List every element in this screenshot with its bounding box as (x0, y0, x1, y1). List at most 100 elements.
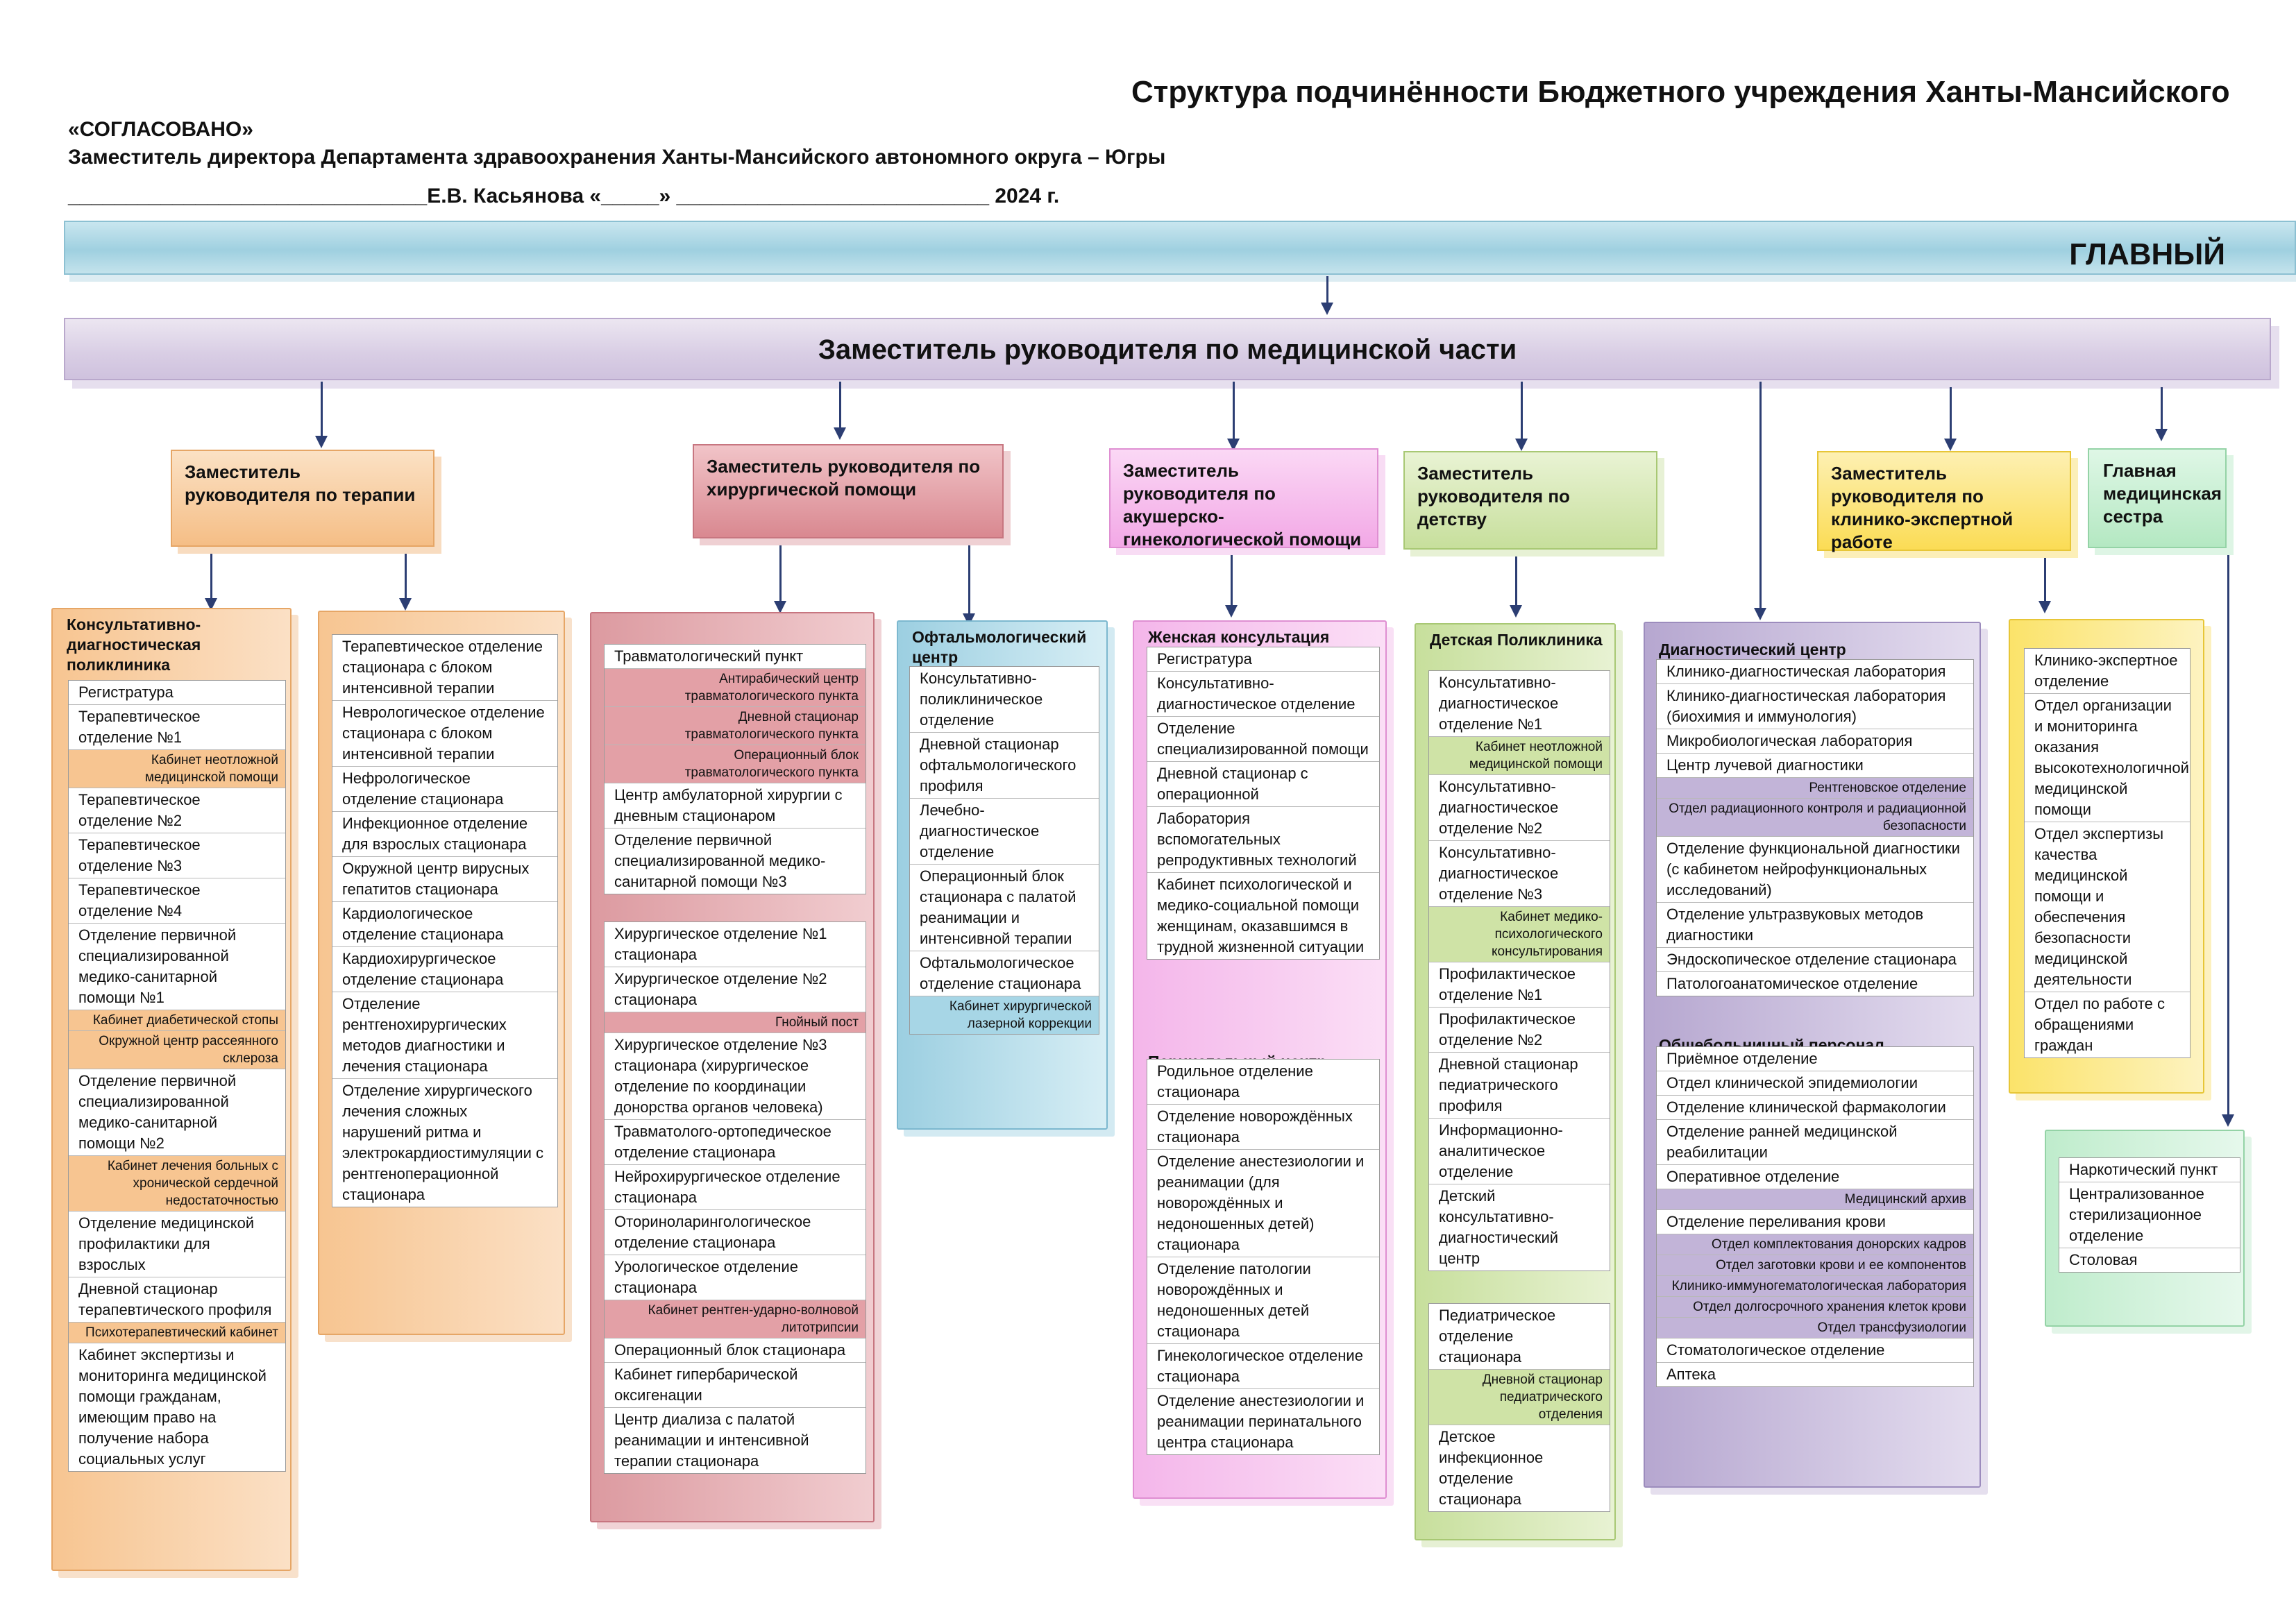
unit-item: Дневной стационар офтальмологического пр… (910, 733, 1099, 799)
unit-item: Профилактическое отделение №2 (1429, 1008, 1610, 1053)
unit-item: Регистратура (1147, 647, 1379, 672)
page-title: Структура подчинённости Бюджетного учреж… (1131, 75, 2230, 109)
unit-item: Хирургическое отделение №2 стационара (605, 967, 866, 1012)
unit-item: Наркотический пункт (2059, 1158, 2240, 1182)
sub-unit-item: Дневной стационар педиатрического отделе… (1429, 1370, 1610, 1425)
unit-item: Окружной центр вирусных гепатитов стацио… (332, 857, 557, 902)
sub-unit-item: Кабинет лечения больных с хронической се… (69, 1156, 285, 1212)
unit-item: Нейрохирургическое отделение стационара (605, 1165, 866, 1210)
sub-unit-item: Кабинет неотложной медицинской помощи (1429, 737, 1610, 775)
unit-item: Кабинет экспертизы и мониторинга медицин… (78, 1346, 267, 1468)
unit-item: Консультативно-диагностическое отделение… (1429, 841, 1610, 907)
unit-item: Операционный блок стационара (605, 1339, 866, 1363)
unit-item: Терапевтическое отделение стационара с б… (332, 635, 557, 701)
sub-unit-item: Дневной стационар травматологического пу… (605, 707, 866, 745)
unit-item: Травматологический пункт (605, 645, 866, 669)
chief-nurse-box: Главная медицинская сестра (2088, 448, 2227, 548)
sub-unit-item: Отдел комплектования донорских кадров (1657, 1234, 1973, 1255)
unit-item: Отделение специализированной помощи (1147, 717, 1379, 762)
unit-item: Отделение патологии новорождённых и недо… (1147, 1257, 1379, 1344)
deputy-children-box: Заместитель руководителя по детству (1403, 451, 1657, 550)
child-polyclinic-title: Детская Поликлиника (1430, 631, 1603, 649)
sub-unit-item: Отдел трансфузиологии (1657, 1318, 1973, 1339)
unit-item: Приёмное отделение (1657, 1047, 1973, 1071)
unit-item: Терапевтическое отделение №4 (69, 878, 285, 924)
unit-item: Отделение первичной специализированной м… (69, 1069, 285, 1156)
unit-item: Отделение функциональной диагностики (с … (1657, 837, 1973, 903)
unit-item: Консультативно-диагностическое отделение… (1429, 775, 1610, 841)
unit-item: Инфекционное отделение для взрослых стац… (332, 812, 557, 857)
unit-item: Регистратура (69, 681, 285, 705)
unit-item: Педиатрическое отделение стационара (1429, 1304, 1610, 1370)
chief-bar: ГЛАВНЫЙ (64, 221, 2296, 275)
unit-item: Гинекологическое отделение стационара (1147, 1344, 1379, 1389)
unit-item: Микробиологическая лаборатория (1657, 729, 1973, 754)
unit-item: Лечебно-диагностическое отделение (910, 799, 1099, 865)
unit-item: Родильное отделение стационара (1147, 1060, 1379, 1105)
unit-item: Консультативно-диагностическое отделение (1147, 672, 1379, 717)
unit-item: Отдел клинической эпидемиологии (1657, 1071, 1973, 1096)
unit-item: Информационно-аналитическое отделение (1429, 1119, 1610, 1184)
sub-unit-item: Операционный блок травматологического пу… (605, 745, 866, 783)
unit-item: Неврологическое отделение стационара с б… (332, 701, 557, 767)
unit-item: Дневной стационар с операционной (1147, 762, 1379, 807)
unit-item: Патологоанатомическое отделение (1666, 975, 1918, 992)
unit-item: Офтальмологическое отделение стационара (910, 951, 1099, 996)
unit-item: Отдел по работе с обращениями граждан (2034, 995, 2166, 1054)
unit-item: Центр диализа с палатой реанимации и инт… (614, 1411, 809, 1470)
unit-item: Отделение медицинской профилактики для в… (69, 1212, 285, 1277)
unit-item: Оперативное отделение (1657, 1165, 1973, 1189)
child-polyclinic-list: Консультативно-диагностическое отделение… (1428, 670, 1610, 1271)
unit-item: Дневной стационар педиатрического профил… (1429, 1053, 1610, 1119)
ophthalmology-title: Офтальмологический центр (912, 628, 1087, 666)
unit-item: Отделение первичной специализированной м… (69, 924, 285, 1010)
approval-stamp: «СОГЛАСОВАНО» (68, 118, 253, 141)
sub-unit-item: Кабинет медико-психологического консульт… (1429, 907, 1610, 962)
diagnostic-center-title: Диагностический центр (1659, 640, 1846, 658)
unit-item: Отделение клинической фармакологии (1657, 1096, 1973, 1120)
unit-item: Травматолого-ортопедическое отделение ст… (605, 1120, 866, 1165)
unit-item: Дневной стационар терапевтического профи… (69, 1277, 285, 1323)
sub-unit-item: Антирабический центр травматологического… (605, 669, 866, 707)
unit-item: Детский консультативно-диагностический ц… (1439, 1187, 1559, 1267)
sub-unit-item: Медицинский архив (1657, 1189, 1973, 1210)
sub-unit-item: Гнойный пост (605, 1012, 866, 1033)
unit-item: Центр амбулаторной хирургии с дневным ст… (605, 783, 866, 829)
sub-unit-item: Кабинет хирургической лазерной коррекции (910, 996, 1099, 1034)
unit-item: Кардиохирургическое отделение стационара (332, 947, 557, 992)
unit-item: Отделение хирургического лечения сложных… (342, 1082, 543, 1203)
unit-item: Урологическое отделение стационара (605, 1255, 866, 1300)
unit-item: Хирургическое отделение №1 стационара (605, 922, 866, 967)
unit-item: Централизованное стерилизационное отделе… (2059, 1182, 2240, 1248)
unit-item: Отделение ранней медицинской реабилитаци… (1657, 1120, 1973, 1165)
unit-item: Отделение рентгенохирургических методов … (332, 992, 557, 1079)
unit-item: Терапевтическое отделение №1 (69, 705, 285, 750)
sub-unit-item: Окружной центр рассеянного склероза (69, 1031, 285, 1069)
unit-item: Оториноларингологическое отделение стаци… (605, 1210, 866, 1255)
unit-item: Эндоскопическое отделение стационара (1657, 948, 1973, 972)
unit-item: Кардиологическое отделение стационара (332, 902, 557, 947)
sub-unit-item: Клинико-иммуногематологическая лаборатор… (1657, 1276, 1973, 1297)
deputy-obstetrics-box: Заместитель руководителя по акушерско-ги… (1109, 448, 1378, 550)
unit-item: Отделение анестезиологии и реанимации (д… (1147, 1150, 1379, 1257)
sub-unit-item: Кабинет рентген-ударно-волновой литотрип… (605, 1300, 866, 1339)
unit-item: Отдел организации и мониторинга оказания… (2025, 694, 2190, 822)
sub-unit-item: Отдел радиационного контроля и радиацион… (1657, 799, 1973, 837)
sub-unit-item: Кабинет диабетической стопы (69, 1010, 285, 1031)
unit-item: Кабинет гипербарической оксигенации (605, 1363, 866, 1408)
unit-item: Отдел экспертизы качества медицинской по… (2025, 822, 2190, 992)
polyclinic-title: Консультативно-диагностическая поликлини… (67, 615, 201, 674)
unit-item: Терапевтическое отделение №3 (69, 833, 285, 878)
unit-item: Столовая (2069, 1251, 2138, 1268)
unit-item: Кабинет психологической и медико-социаль… (1157, 876, 1365, 955)
unit-item: Отделение переливания крови (1657, 1210, 1973, 1234)
unit-item: Отделение новорождённых стационара (1147, 1105, 1379, 1150)
